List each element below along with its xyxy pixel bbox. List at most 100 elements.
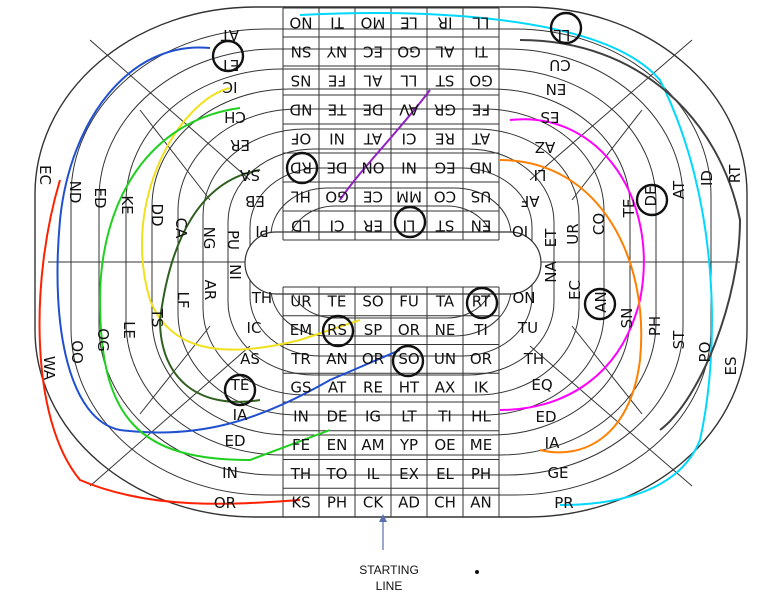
grid-cell: EX — [399, 465, 419, 483]
ring-label-left: TS — [148, 308, 166, 328]
ring-label-left: EC — [36, 165, 54, 185]
ring-label-right: DE — [642, 185, 660, 206]
grid-cell: CI — [330, 217, 345, 235]
circled-answer-LI — [393, 205, 427, 239]
caption-line: LINE — [376, 579, 403, 593]
ring-label-left: ED — [91, 187, 109, 208]
divider-3 — [529, 39, 693, 181]
grid-cell: TH — [290, 465, 311, 483]
grid-cell: ON — [361, 159, 384, 177]
ring-label-right: RT — [726, 164, 744, 183]
grid-cell: AL — [435, 43, 454, 61]
grid-cell: OF — [291, 130, 311, 148]
grid-cell: GO — [325, 188, 348, 206]
grid-cell: NI — [329, 130, 345, 148]
ring-label-top-left: AT — [220, 26, 239, 44]
ring-label-right: ES — [722, 357, 740, 376]
grid-cell: TR — [290, 350, 311, 368]
ring-label-bottom-right: EQ — [531, 376, 552, 394]
grid-cell: YP — [399, 436, 418, 454]
grid-cell: OR — [398, 321, 420, 339]
grid-cell: EM — [290, 321, 312, 339]
ring-label-bottom-right: GE — [547, 464, 568, 482]
ring-label-bottom-right: TU — [517, 319, 538, 337]
grid-cell: AT — [471, 130, 490, 148]
grid-cell: EC — [363, 43, 383, 61]
grid-cell: HT — [399, 379, 420, 397]
ring-label-right: NA — [542, 261, 560, 283]
grid-cell: SO — [398, 350, 419, 368]
grid-cell: FE — [292, 436, 310, 454]
grid-cell: AD — [398, 494, 420, 512]
grid-cell: LI — [403, 217, 416, 235]
grid-cell: ND — [470, 159, 493, 177]
ring-label-top-right: LI — [534, 166, 547, 184]
grid-cell: CK — [363, 494, 384, 512]
ring-label-top-left: SA — [239, 166, 260, 184]
grid-cell: EN — [471, 217, 492, 235]
grid-cell: EN — [327, 436, 348, 454]
circled-answer-NI — [285, 151, 319, 185]
word-path-6 — [38, 179, 301, 505]
dot-mark — [475, 570, 479, 574]
grid-cell: GS — [290, 379, 311, 397]
word-path-2 — [98, 107, 331, 462]
ring-label-left: LE — [120, 321, 138, 339]
ring-label-right: ST — [670, 330, 688, 350]
ring-label-left: KE — [118, 195, 136, 214]
grid-cell: CO — [434, 188, 456, 206]
ring-label-right: ET — [542, 228, 560, 247]
ring-label-left: OO — [68, 340, 86, 364]
grid-cell: NE — [435, 321, 456, 339]
circled-answer-RS — [321, 314, 355, 348]
circled-answer-AN — [583, 287, 617, 321]
ring-label-right: PH — [646, 316, 664, 336]
divider-8 — [139, 325, 211, 415]
grid-cell: AM — [361, 436, 384, 454]
ring-label-right: AT — [670, 180, 688, 199]
colored-word-paths — [38, 12, 742, 506]
grid-cell: OR — [362, 350, 384, 368]
grid-cell: FE — [472, 101, 490, 119]
divider-9 — [571, 325, 643, 415]
grid-cell: CI — [402, 130, 417, 148]
circled-answer-TI — [549, 11, 583, 45]
word-path-1 — [140, 87, 361, 351]
grid-cell: DE — [326, 407, 347, 425]
grid-cell: EG — [434, 159, 455, 177]
ring-label-left: LF — [174, 292, 192, 309]
ring-label-top-right: AZ — [535, 138, 556, 156]
grid-cell: AN — [470, 494, 491, 512]
ring-label-left: PU — [224, 230, 242, 250]
ring-label-right: EC — [566, 280, 584, 300]
word-path-8 — [339, 89, 431, 201]
grid-cell: IL — [367, 465, 380, 483]
grid-cell: IN — [293, 407, 309, 425]
circled-answer-ET — [211, 39, 245, 73]
grid-cell: US — [471, 188, 492, 206]
grid-cell: TI — [330, 14, 345, 32]
circled-answer-SO — [391, 344, 425, 378]
grid-cell: ND — [290, 101, 313, 119]
ring-label-left: CA — [172, 218, 190, 239]
grid-cell: ME — [470, 436, 492, 454]
ring-label-top-left: CH — [224, 108, 246, 126]
grid-cell: HL — [291, 188, 311, 206]
ring-label-bottom-right: ED — [535, 408, 556, 426]
grid-cell: LE — [400, 14, 418, 32]
grid-cell: ST — [435, 72, 455, 90]
grid-cell: RE — [435, 130, 455, 148]
grid-cell: RT — [472, 292, 491, 310]
grid-cell: RS — [327, 321, 347, 339]
grid-cell: OE — [434, 436, 455, 454]
grid-cell: IG — [365, 407, 381, 425]
circled-answers — [211, 11, 669, 407]
grid-cell: PH — [471, 465, 491, 483]
grid-cell: ER — [363, 217, 383, 235]
grid-cell: ST — [435, 217, 455, 235]
ring-label-right: SN — [618, 308, 636, 329]
word-path-4 — [499, 159, 643, 454]
grid-cell: CE — [363, 188, 383, 206]
